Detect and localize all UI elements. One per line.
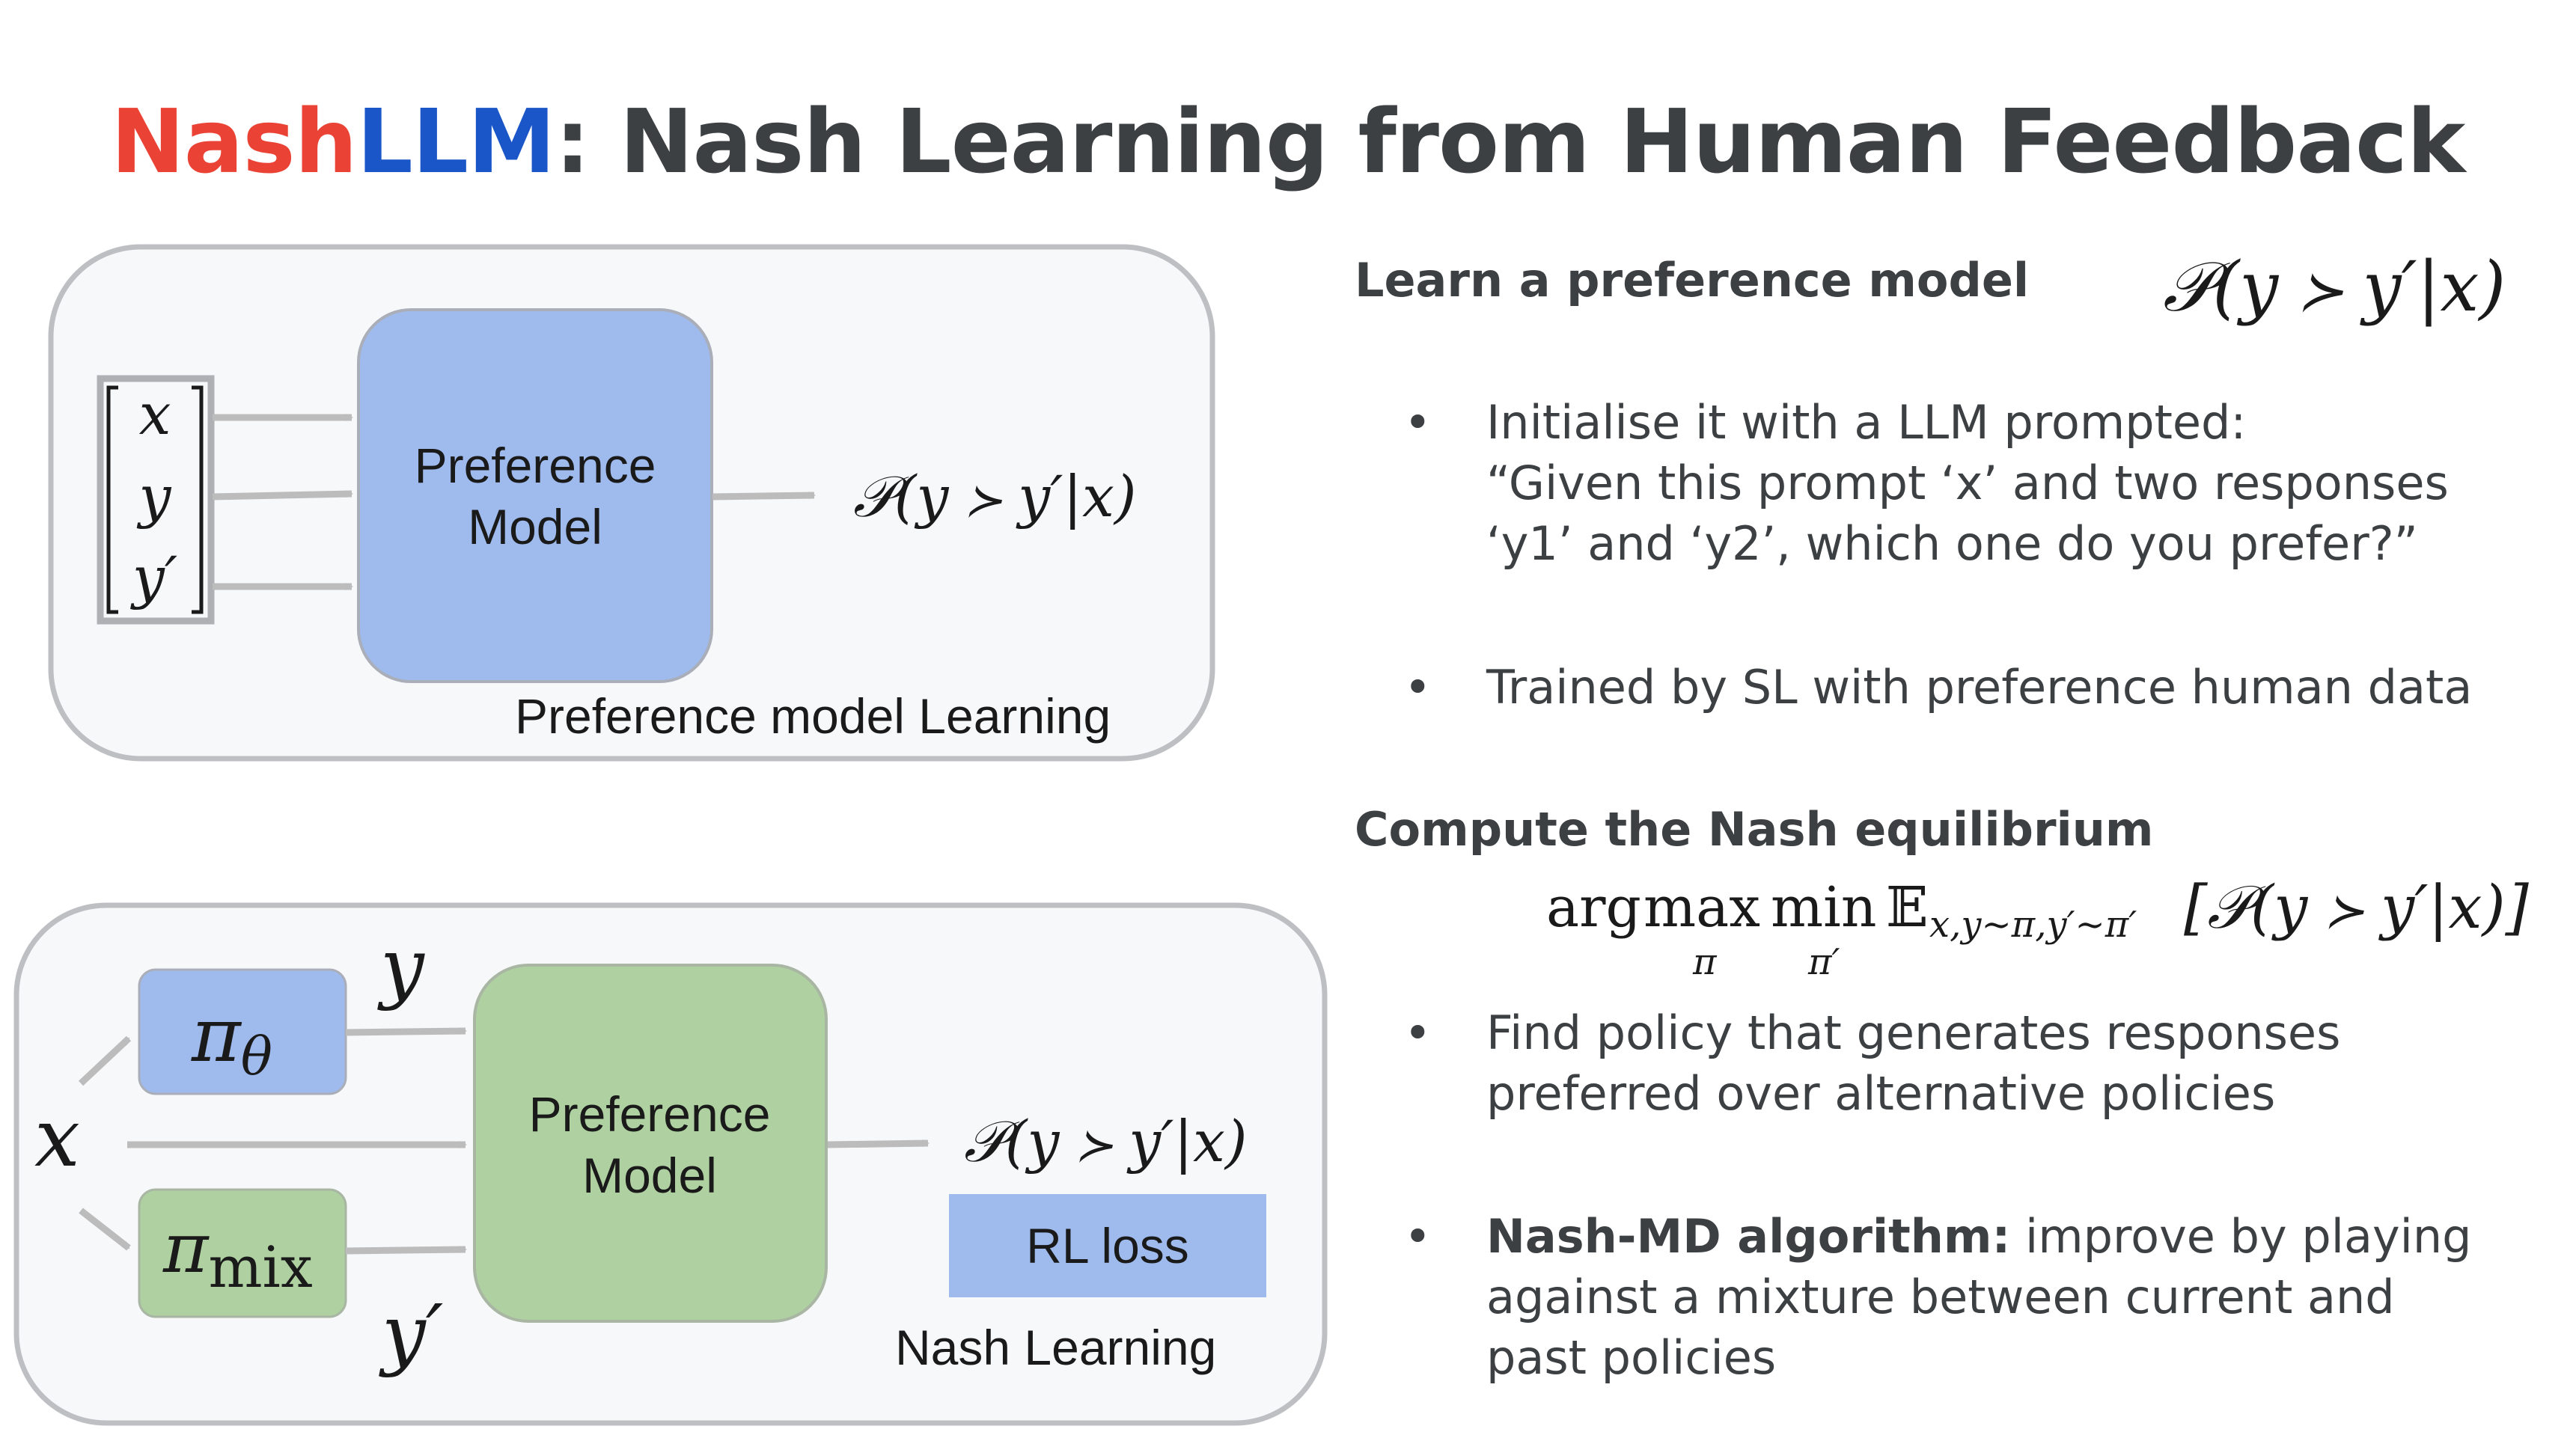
bottom-box-label-line1: Preference [529, 1086, 771, 1142]
top-preference-model-box [357, 308, 713, 683]
arrow-top-out [712, 492, 816, 501]
policy-theta-label: πθ [191, 991, 272, 1087]
input-y-prime: y′ [130, 544, 177, 611]
eq-min: min [1771, 875, 1877, 940]
eq-expectation: 𝔼 [1886, 875, 1929, 940]
policy-theta-subscript: θ [241, 1026, 272, 1087]
title-llm: LLM [356, 90, 556, 193]
bullet-nash-md-line1: Nash-MD algorithm: improve by playing [1486, 1209, 2472, 1264]
bottom-box-label-line2: Model [582, 1148, 717, 1203]
policy-mix-subscript: mix [208, 1234, 312, 1300]
bottom-y-prime-label: y′ [379, 1288, 443, 1379]
bullet-dot: • [1404, 395, 1432, 450]
arrow-x-to-theta [78, 1035, 132, 1086]
bullet-nash-md-line2: against a mixture between current and [1486, 1270, 2395, 1324]
eq-preference: 𝒫(y ≻ y′|x) [2163, 247, 2506, 327]
bullet-nash-md-line3: past policies [1486, 1330, 1777, 1385]
bullet-nash-md: • Nash-MD algorithm: improve by playing … [1404, 1206, 2472, 1388]
eq-max-sub: π [1693, 941, 1717, 983]
top-box-label-line1: Preference [415, 438, 656, 493]
heading-learn-preference: Learn a preference model [1355, 253, 2030, 307]
bullet-dot: • [1404, 1006, 1432, 1060]
bullet-find-policy-line2: preferred over alternative policies [1486, 1066, 2276, 1121]
input-y: y [137, 463, 172, 530]
policy-mix-label: πmix [162, 1208, 313, 1300]
eq-body: [𝒫(y ≻ y′|x)] [2184, 872, 2529, 942]
top-box-label-line2: Model [468, 499, 602, 554]
bullet-initialise-line3: ‘y1’ and ‘y2’, which one do you prefer?” [1486, 516, 2418, 571]
arrow-mix-to-model [345, 1246, 467, 1255]
arrow-bottom-out [827, 1139, 930, 1148]
bottom-y-label: y [377, 921, 425, 1012]
title-nash: Nash [111, 90, 358, 193]
rl-loss-label: RL loss [1026, 1218, 1189, 1273]
bottom-preference-model-box [473, 964, 828, 1323]
top-panel-caption: Preference model Learning [515, 688, 1111, 744]
input-vector: x y y′ [97, 375, 215, 625]
eq-arg: arg [1546, 875, 1641, 940]
arrow-y-in [212, 490, 353, 501]
eq-min-sub: π′ [1808, 941, 1840, 983]
bullet-find-policy: • Find policy that generates responses p… [1404, 1003, 2341, 1124]
policy-mix-box [138, 1188, 347, 1318]
top-output-formula: 𝒫(y ≻ y′|x) [853, 463, 1137, 530]
bullet-initialise-line2: “Given this prompt ‘x’ and two responses [1486, 456, 2449, 510]
bullet-dot: • [1404, 1209, 1432, 1264]
bottom-panel-caption: Nash Learning [895, 1320, 1216, 1375]
rl-loss-box [949, 1194, 1266, 1297]
bottom-x-label: x [34, 1092, 80, 1185]
eq-expectation-sub: x,y∼π,y′∼π′ [1929, 904, 2137, 946]
title-rest: : Nash Learning from Human Feedback [555, 90, 2465, 193]
bullet-dot: • [1404, 660, 1432, 714]
bullet-initialise: • Initialise it with a LLM prompted: “Gi… [1404, 392, 2449, 574]
slide-title: NashLLM: Nash Learning from Human Feedba… [111, 90, 2465, 193]
nash-md-bold: Nash-MD algorithm: [1486, 1209, 2011, 1264]
bullet-initialise-line1: Initialise it with a LLM prompted: [1486, 395, 2247, 450]
heading-nash-equilibrium: Compute the Nash equilibrium [1355, 802, 2154, 857]
arrow-x-to-mix [79, 1208, 131, 1251]
bullet-trained: • Trained by SL with preference human da… [1404, 657, 2473, 717]
bullet-find-policy-line1: Find policy that generates responses [1486, 1006, 2341, 1060]
eq-max: max [1643, 875, 1761, 940]
arrow-theta-to-model [345, 1027, 467, 1036]
bottom-output-formula: 𝒫(y ≻ y′|x) [964, 1108, 1248, 1175]
bullet-trained-line1: Trained by SL with preference human data [1486, 660, 2473, 714]
input-x: x [139, 381, 171, 447]
